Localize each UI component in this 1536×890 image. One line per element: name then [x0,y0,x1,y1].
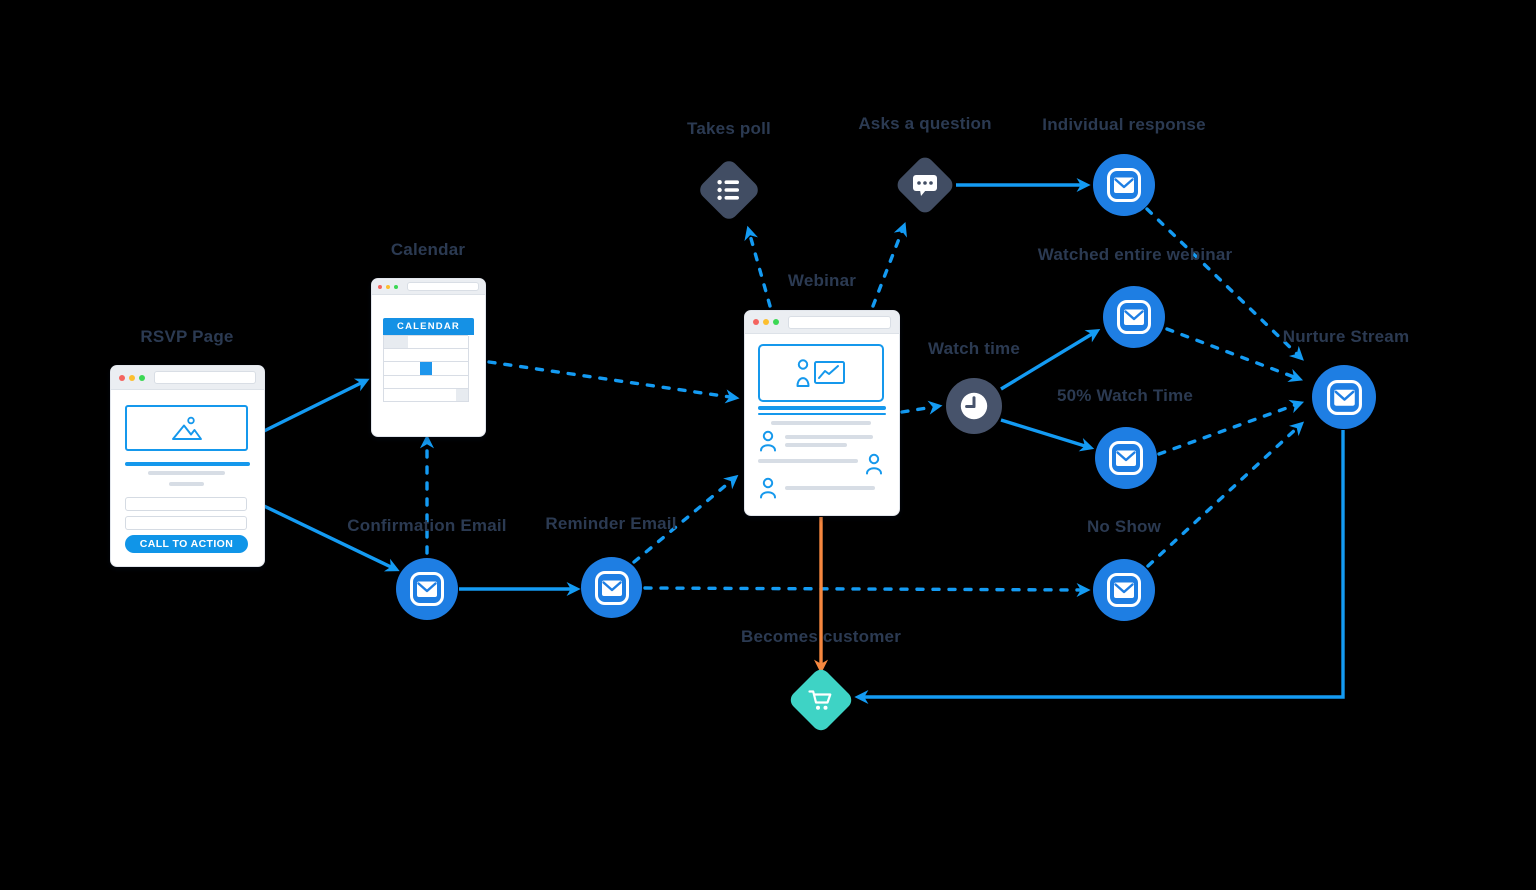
envelope-icon [1109,441,1143,475]
address-bar [407,282,479,291]
watch-time-node [946,378,1002,434]
edge-webinar-to-watch-time [900,400,943,415]
watched-entire-webinar-label: Watched entire webinar [1037,245,1233,264]
individual-response-node [1093,154,1155,216]
calendar-grid[interactable] [383,335,469,402]
takes-poll-label: Takes poll [687,119,771,138]
window-dot-yellow-icon [386,284,390,289]
window-dot-red-icon [753,319,759,325]
presenter-chart-icon [796,359,845,387]
address-bar [154,371,256,384]
confirmation-email-node [396,558,458,620]
edge-50-percent-to-nurture-stream [1157,399,1305,456]
call-to-action-button[interactable]: CALL TO ACTION [125,535,248,553]
no-show-label: No Show [1086,517,1162,536]
edge-calendar-to-webinar [487,360,740,404]
address-bar [788,315,891,329]
chat-bubble-icon [913,175,937,196]
cart-icon [808,690,832,710]
reminder-email-node [581,557,642,618]
edge-reminder-email-to-no-show [643,582,1091,598]
webinar-label: Webinar [787,271,857,290]
window-dot-green-icon [394,284,398,289]
becomes-customer-label: Becomes customer [740,627,902,646]
content-divider [758,412,886,415]
webinar-video-area[interactable] [758,344,884,402]
calendar-cell [456,362,469,376]
calendar-cell [456,388,469,402]
no-show-node [1093,559,1155,621]
attendee-person-icon [760,430,776,452]
clock-icon [960,392,988,420]
calendar-cell [456,349,469,363]
chat-line [785,435,873,439]
window-dot-green-icon [773,319,779,325]
chat-line [758,459,858,463]
envelope-icon [1117,300,1151,334]
rsvp-page-label: RSVP Page [140,327,234,346]
asks-question-label: Asks a question [858,114,992,133]
content-divider [758,406,886,410]
confirmation-email-label: Confirmation Email [347,516,507,535]
envelope-icon [1107,573,1141,607]
attendee-person-icon [760,477,776,499]
becomes-customer-node [787,666,855,734]
calendar-window: CALENDAR [371,278,486,437]
window-dot-yellow-icon [763,319,769,325]
nurture-stream-label: Nurture Stream [1282,327,1410,346]
browser-chrome [111,366,264,390]
calendar-cell [456,336,469,350]
calendar-cell [456,375,469,389]
text-line [169,482,204,486]
browser-chrome [745,311,899,334]
watch-time-label: Watch time [927,339,1021,358]
chat-line [785,443,847,447]
rsvp-page-window: CALL TO ACTION [110,365,265,567]
text-line [148,471,225,475]
form-field[interactable] [125,516,247,530]
edge-individual-response-to-nurture-stream [1145,207,1304,361]
edge-no-show-to-nurture-stream [1146,421,1305,568]
form-field[interactable] [125,497,247,511]
content-divider [125,462,250,466]
calendar-header: CALENDAR [383,318,474,335]
asks-question-node [893,153,957,217]
edge-webinar-to-takes-poll [744,225,772,308]
text-line [771,421,871,425]
window-dot-yellow-icon [129,374,135,381]
takes-poll-node [696,157,762,223]
webinar-window [744,310,900,516]
edge-webinar-to-asks-question [871,222,907,308]
50-percent-watch-time-node [1095,427,1157,489]
reminder-email-label: Reminder Email [545,514,677,533]
watched-entire-webinar-node [1103,286,1165,348]
calendar-label: Calendar [390,240,466,259]
image-mountain-icon [171,416,202,440]
poll-list-icon [717,180,739,200]
envelope-icon [1107,168,1141,202]
chat-line [785,486,875,490]
window-dot-red-icon [119,374,125,381]
hero-image-placeholder [125,405,248,451]
window-dot-green-icon [139,374,145,381]
edge-watched-entire-to-nurture-stream [1165,327,1304,383]
envelope-icon [1326,379,1362,415]
individual-response-label: Individual response [1042,115,1206,134]
attendee-person-icon [866,453,882,475]
window-dot-red-icon [378,284,382,289]
envelope-icon [410,572,444,606]
edge-rsvp-to-calendar [263,378,370,433]
50-percent-watch-time-label: 50% Watch Time [1056,386,1194,405]
browser-chrome [372,279,485,295]
edge-watch-time-to-50-percent [1000,418,1095,452]
nurture-stream-node [1312,365,1376,429]
envelope-icon [594,570,629,605]
